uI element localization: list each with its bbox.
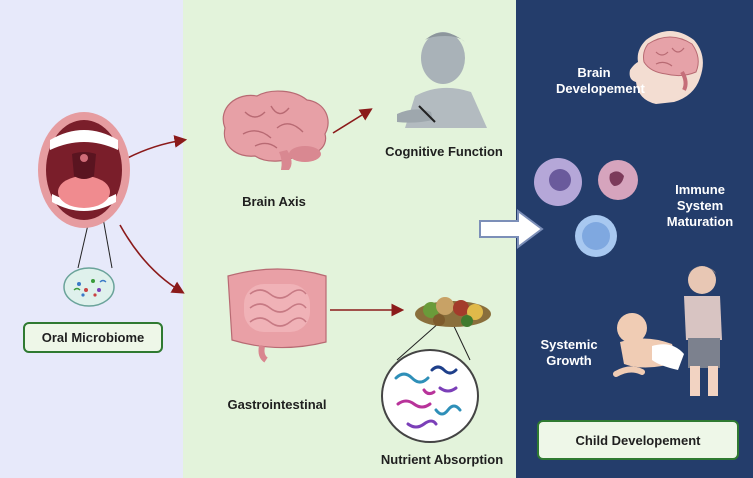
brain-development-label: Brain Developement	[556, 65, 645, 96]
immune-system-label: Immune System Maturation	[666, 182, 734, 229]
brain-axis-label: Brain Axis	[242, 194, 306, 209]
infant-brain-icon	[629, 31, 703, 104]
gastrointestinal-label: Gastrointestinal	[227, 397, 327, 412]
brain-icon	[222, 90, 329, 170]
bacteria-circle-icon	[381, 349, 479, 443]
block-arrow-icon	[479, 209, 544, 249]
food-icon	[415, 297, 491, 327]
systemic-growth-label: Systemic Growth	[540, 337, 598, 368]
panel-oral	[0, 0, 183, 478]
intestine-icon	[227, 268, 327, 363]
arrow-mouth-to-gut	[119, 224, 185, 294]
immune-cell-icon	[534, 158, 638, 257]
nutrient-absorption-label: Nutrient Absorption	[380, 452, 504, 467]
mouth-icon	[38, 112, 130, 228]
children-icon	[613, 266, 722, 396]
oral-microbiome-label: Oral Microbiome	[23, 322, 163, 353]
cognitive-function-label: Cognitive Function	[385, 144, 503, 159]
arrow-brain-to-cognition	[332, 108, 373, 134]
child-writing-icon	[397, 32, 487, 128]
microbe-circle-icon	[63, 267, 115, 307]
child-development-label: Child Developement	[537, 420, 739, 460]
